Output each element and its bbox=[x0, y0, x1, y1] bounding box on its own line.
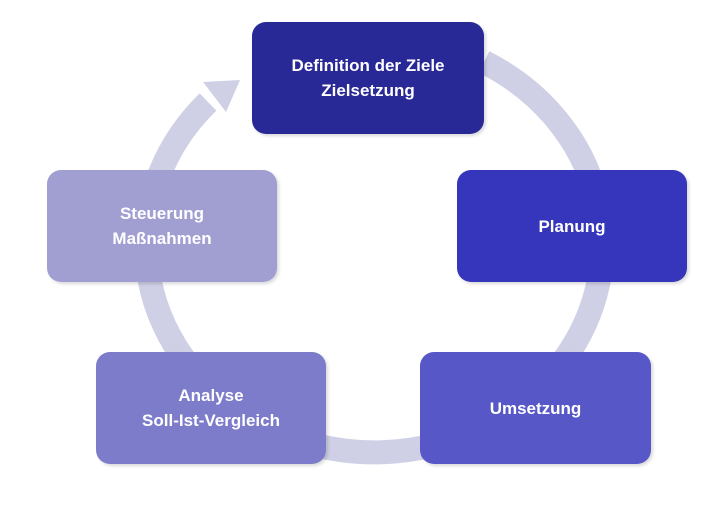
step-umsetzung: Umsetzung bbox=[420, 352, 651, 464]
step-steuerung: Steuerung Maßnahmen bbox=[47, 170, 277, 282]
step-label-line: Steuerung bbox=[119, 204, 205, 223]
step-label-line: Soll-Ist-Vergleich bbox=[142, 411, 280, 430]
step-label-line: Planung bbox=[538, 216, 606, 236]
step-label-line: Umsetzung bbox=[489, 398, 582, 418]
step-definition-der-ziele: Definition der Ziele Zielsetzung bbox=[252, 22, 484, 134]
step-label-line: Definition der Ziele bbox=[291, 56, 445, 75]
cycle-arrowhead bbox=[203, 80, 240, 112]
step-label-line: Maßnahmen bbox=[112, 229, 212, 248]
step-planung: Planung bbox=[457, 170, 687, 282]
step-label-line: Zielsetzung bbox=[321, 81, 415, 100]
step-label-line: Analyse bbox=[178, 386, 244, 405]
step-analyse: Analyse Soll-Ist-Vergleich bbox=[96, 352, 326, 464]
